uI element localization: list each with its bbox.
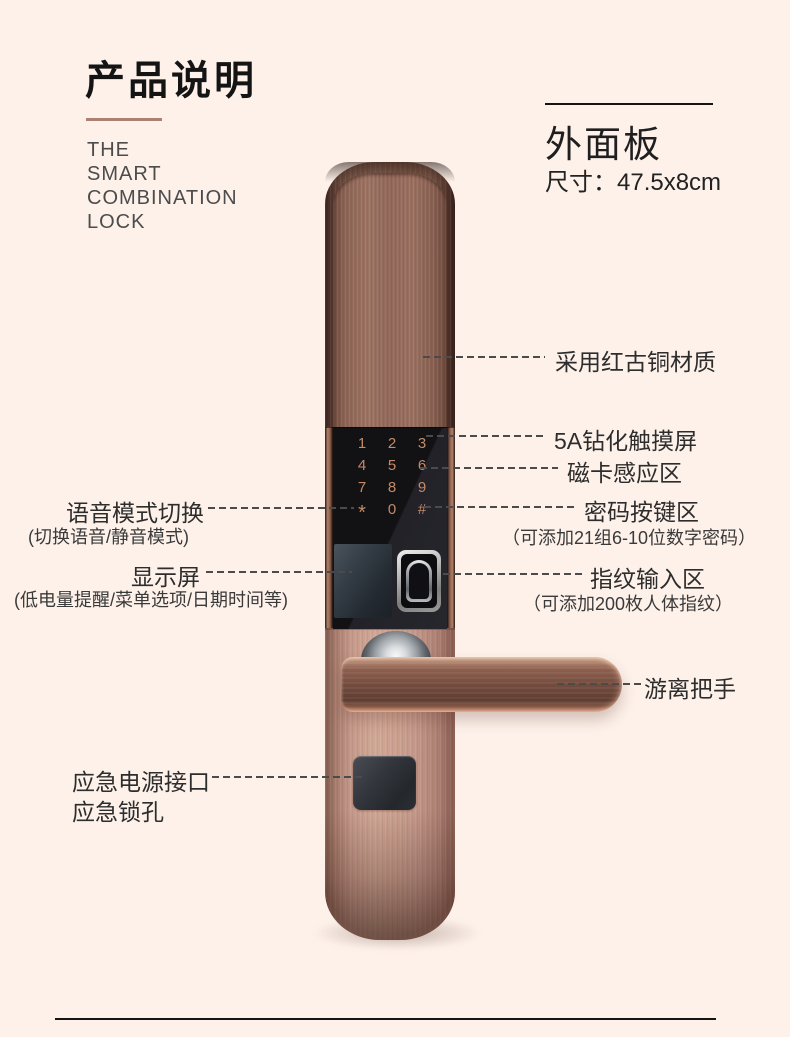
callout-line-handle bbox=[557, 683, 641, 685]
keypad-key: 8 bbox=[387, 478, 397, 496]
panel-title-rule bbox=[545, 103, 713, 105]
keypad-key: 4 bbox=[357, 456, 367, 474]
keypad-key: 6 bbox=[417, 456, 427, 474]
callout-note-voice-mode: (切换语音/静音模式) bbox=[28, 527, 189, 547]
fingerprint-module bbox=[397, 550, 441, 612]
callout-label-emergency-power: 应急电源接口 bbox=[72, 769, 210, 795]
fingerprint-sensor-core bbox=[409, 563, 429, 599]
subtitle-block: THE SMART COMBINATION LOCK bbox=[87, 138, 238, 234]
callout-label-password-zone: 密码按键区 bbox=[584, 499, 699, 525]
callout-line-voice-mode bbox=[208, 507, 354, 509]
callout-line-material bbox=[423, 356, 545, 358]
fingerprint-window bbox=[401, 554, 437, 608]
keypad-key: 7 bbox=[357, 478, 367, 496]
callout-line-card-zone bbox=[420, 467, 558, 469]
callout-note-password-zone: （可添加21组6-10位数字密码） bbox=[502, 528, 757, 548]
keypad-key: 2 bbox=[387, 434, 397, 452]
keypad-key: 3 bbox=[417, 434, 427, 452]
callout-label-handle: 游离把手 bbox=[644, 676, 736, 702]
callout-note-display: (低电量提醒/菜单选项/日期时间等) bbox=[14, 590, 288, 610]
panel-name: 外面板 bbox=[545, 124, 662, 165]
emergency-power-cover bbox=[353, 756, 416, 810]
callout-label-card-zone: 磁卡感应区 bbox=[567, 460, 682, 486]
keypad-glass-panel: 1 2 3 4 5 6 7 8 9 * 0 # bbox=[333, 428, 447, 629]
lock-keypad-section: 1 2 3 4 5 6 7 8 9 * 0 # bbox=[325, 427, 455, 629]
keypad-key: 0 bbox=[387, 500, 397, 518]
page-title: 产品说明 bbox=[85, 59, 257, 103]
callout-line-password-zone bbox=[424, 506, 575, 508]
lock-upper-panel bbox=[325, 162, 455, 428]
bottom-rule bbox=[55, 1018, 716, 1020]
keypad-key: 9 bbox=[417, 478, 427, 496]
callout-label-display: 显示屏 bbox=[131, 564, 200, 590]
callout-label-material: 采用红古铜材质 bbox=[555, 349, 716, 375]
callout-label-emergency-keyhole: 应急锁孔 bbox=[72, 799, 164, 825]
subtitle-line: THE bbox=[87, 139, 130, 161]
keypad-grid: 1 2 3 4 5 6 7 8 9 * 0 # bbox=[347, 432, 437, 524]
subtitle-line: COMBINATION bbox=[87, 187, 238, 209]
lock-upper-inner-panel bbox=[333, 173, 447, 428]
panel-size: 尺寸：47.5x8cm bbox=[545, 169, 722, 196]
keypad-key-star: * bbox=[358, 502, 366, 524]
fingerprint-sensor bbox=[406, 560, 432, 602]
keypad-key-hash: # bbox=[417, 500, 427, 518]
keypad-key: 1 bbox=[357, 434, 367, 452]
callout-line-display bbox=[206, 571, 352, 573]
subtitle-line: LOCK bbox=[87, 211, 146, 233]
callout-label-touchscreen: 5A钻化触摸屏 bbox=[554, 428, 698, 454]
keypad-key: 5 bbox=[387, 456, 397, 474]
callout-label-voice-mode: 语音模式切换 bbox=[66, 500, 204, 526]
callout-line-fingerprint-zone bbox=[443, 573, 582, 575]
display-screen bbox=[334, 544, 392, 618]
callout-line-touchscreen bbox=[426, 435, 543, 437]
callout-note-fingerprint-zone: （可添加200枚人体指纹） bbox=[523, 594, 734, 614]
callout-label-fingerprint-zone: 指纹输入区 bbox=[590, 566, 705, 592]
title-underline bbox=[86, 118, 162, 121]
callout-line-emergency-power bbox=[212, 776, 364, 778]
subtitle-line: SMART bbox=[87, 163, 162, 185]
